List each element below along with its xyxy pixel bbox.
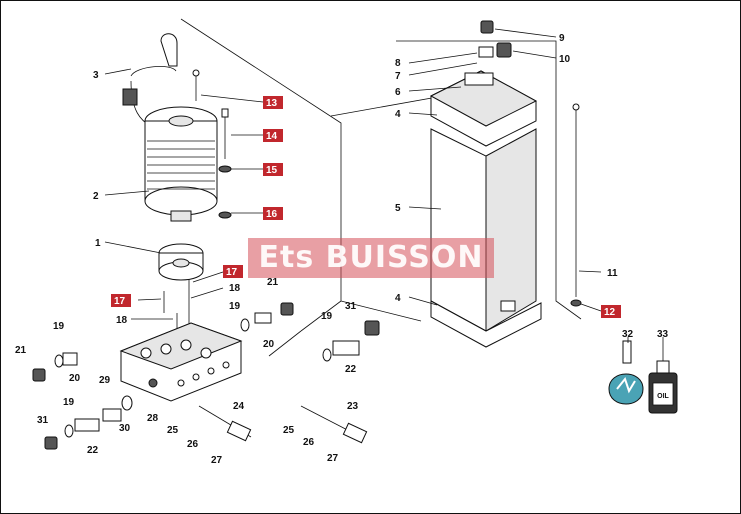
- fittings-left: [32, 352, 133, 450]
- callout-18a: 18: [229, 283, 241, 294]
- callout-19d: 19: [63, 397, 75, 408]
- callout-29: 29: [99, 375, 111, 386]
- callout-31a: 31: [37, 415, 49, 426]
- callout-27b: 27: [327, 453, 339, 464]
- motor-assembly: [122, 33, 218, 222]
- callout-20a: 20: [69, 373, 81, 384]
- callout-11: 11: [607, 268, 618, 279]
- callout-32: 32: [622, 329, 634, 340]
- watermark-text: Ets BUISSON: [258, 240, 484, 275]
- section-outline: [180, 18, 582, 357]
- callout-30: 30: [119, 423, 131, 434]
- callout-1: 1: [95, 238, 101, 249]
- callout-9: 9: [559, 33, 565, 44]
- callout-3: 3: [93, 70, 99, 81]
- callout-17a: 17: [226, 267, 238, 278]
- motor-base-cap: [158, 243, 204, 281]
- callout-12: 12: [604, 307, 616, 318]
- callout-21a: 21: [15, 345, 27, 356]
- reservoir-tank: [429, 20, 542, 348]
- callout-6: 6: [395, 87, 401, 98]
- callout-19a: 19: [53, 321, 65, 332]
- red-callouts: 12 13 14 15 16 17 17: [111, 96, 621, 318]
- callout-28: 28: [147, 413, 159, 424]
- callout-22b: 22: [345, 364, 357, 375]
- callout-18b: 18: [116, 315, 128, 326]
- watermark-banner: [248, 238, 494, 278]
- callout-2: 2: [93, 191, 99, 202]
- callout-31b: 31: [345, 301, 357, 312]
- callout-5: 5: [395, 203, 401, 214]
- callout-7: 7: [395, 71, 401, 82]
- callout-33: 33: [657, 329, 669, 340]
- callout-25a: 25: [167, 425, 179, 436]
- callout-20b: 20: [263, 339, 275, 350]
- callout-10: 10: [559, 54, 571, 65]
- coil-windings: [147, 140, 215, 190]
- callout-8: 8: [395, 58, 401, 69]
- callout-4b: 4: [395, 293, 401, 304]
- callout-26b: 26: [303, 437, 315, 448]
- callout-17b: 17: [114, 296, 126, 307]
- oil-bottle-label: OIL: [657, 393, 669, 400]
- callout-19c: 19: [321, 311, 333, 322]
- oil-bottle-icon: OIL: [648, 343, 678, 414]
- leader-lines: [104, 28, 664, 343]
- callout-21b: 21: [267, 277, 279, 288]
- callout-26a: 26: [187, 439, 199, 450]
- callout-labels: 3 2 1 4 4 5 6 7 8 9 10 11 18 18 19 19 19…: [15, 33, 669, 466]
- callout-15: 15: [266, 165, 278, 176]
- callout-14: 14: [266, 131, 278, 142]
- sealant-tube-icon: [608, 340, 644, 405]
- callout-22a: 22: [87, 445, 99, 456]
- callout-27a: 27: [211, 455, 223, 466]
- callout-24: 24: [233, 401, 245, 412]
- callout-23: 23: [347, 401, 359, 412]
- fittings-right: [240, 302, 380, 362]
- valves: [198, 405, 368, 444]
- callout-4a: 4: [395, 109, 401, 120]
- bolts-group: [192, 69, 232, 219]
- callout-13: 13: [266, 98, 278, 109]
- dipstick: [570, 103, 582, 307]
- callout-25b: 25: [283, 425, 295, 436]
- callout-19b: 19: [229, 301, 241, 312]
- callout-16: 16: [266, 209, 278, 220]
- pump-body: [119, 322, 243, 402]
